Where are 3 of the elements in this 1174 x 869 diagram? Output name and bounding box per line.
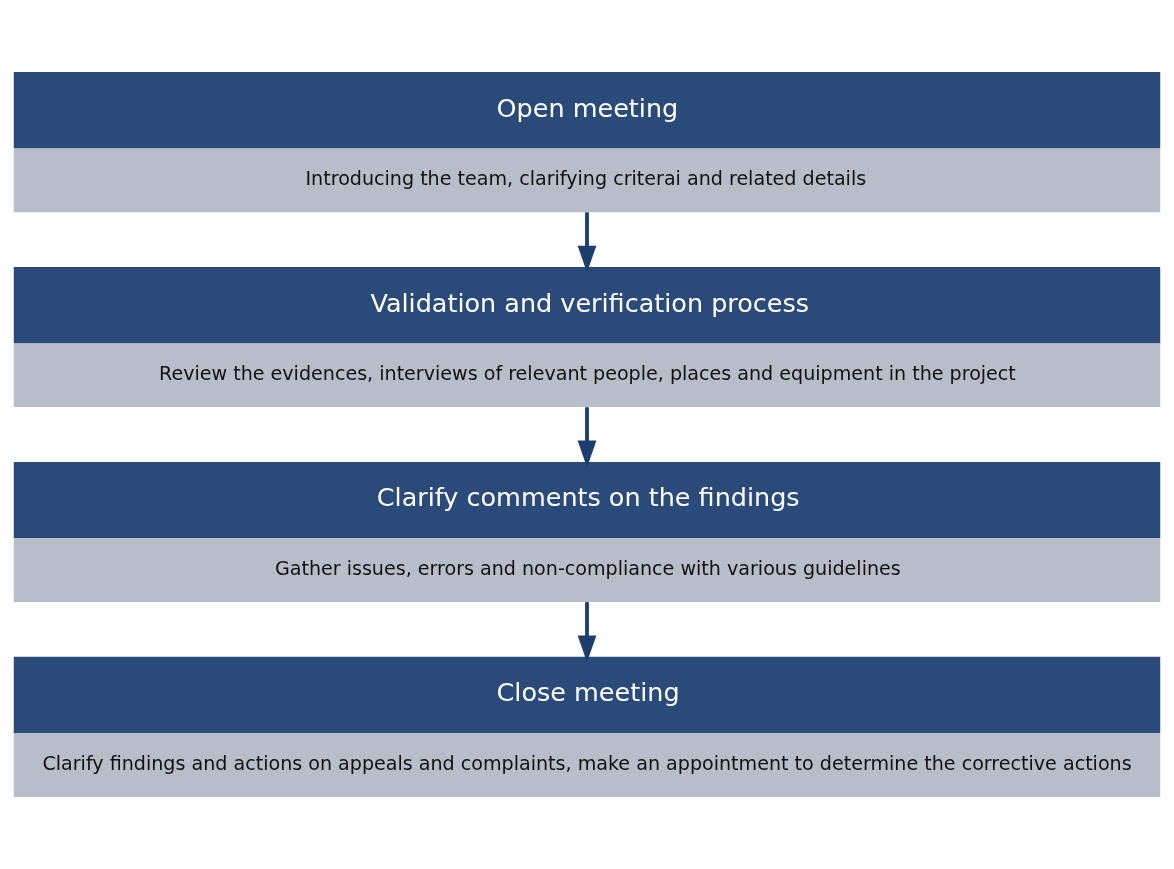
arrow [577,212,597,273]
arrow [577,602,597,663]
arrow [577,407,597,468]
